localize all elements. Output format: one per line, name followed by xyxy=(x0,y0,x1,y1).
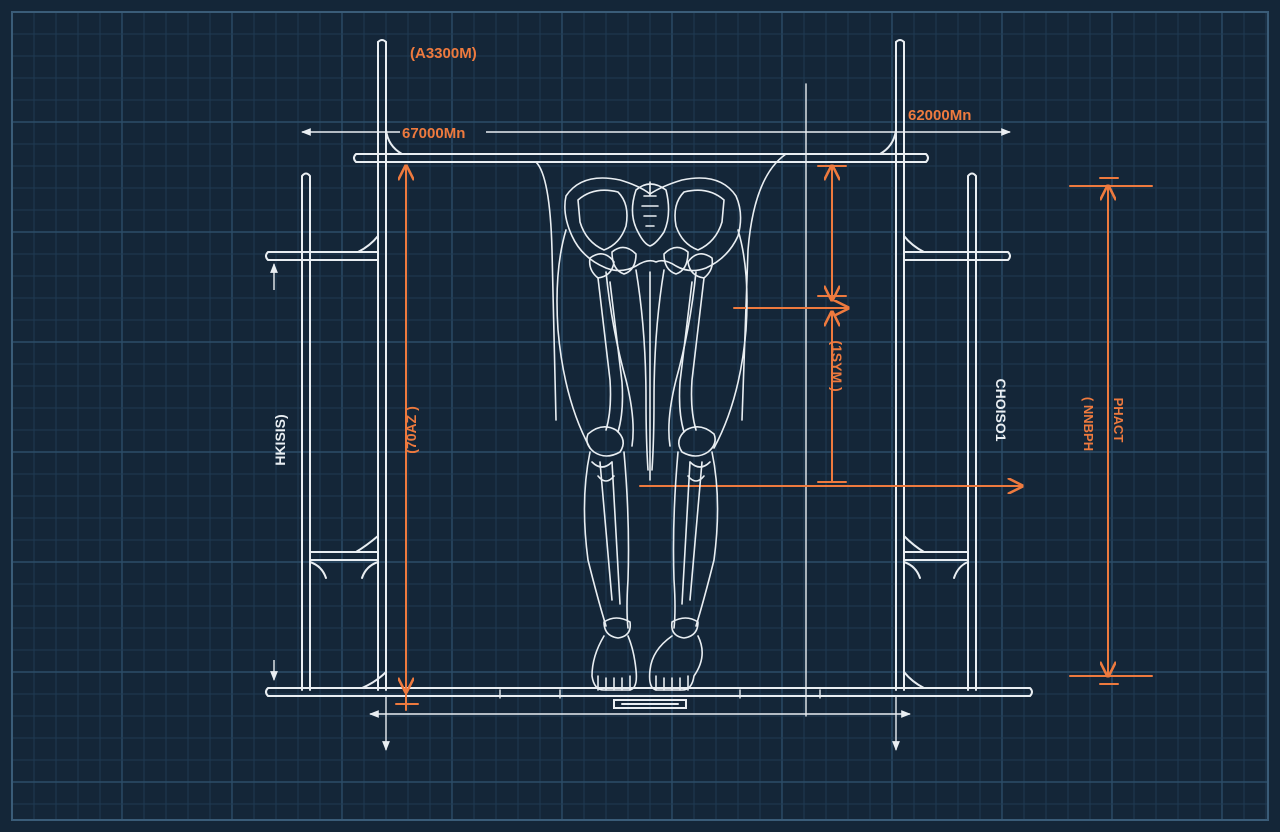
toes-right xyxy=(655,675,689,691)
scaffold-frame xyxy=(265,39,1033,717)
tibia-right xyxy=(681,461,703,605)
base-plate xyxy=(265,687,1033,697)
far-right-vertical-label-a: ( NNBPH xyxy=(1081,397,1096,451)
left-side-vertical-label: HKISIS) xyxy=(272,414,288,465)
white-dimensions xyxy=(270,128,1011,751)
toes-left xyxy=(597,675,631,691)
skeleton-figure xyxy=(556,177,748,691)
center-upper-ticks xyxy=(817,165,847,297)
shin-left-outline xyxy=(583,451,630,629)
center-vertical-label: (1SYM ) xyxy=(829,340,845,391)
hip-right xyxy=(687,253,714,279)
left-main-post xyxy=(377,41,387,691)
foot-right xyxy=(648,635,703,691)
tibia-left xyxy=(599,461,621,605)
foot-left xyxy=(591,635,638,691)
outer-border xyxy=(11,11,1269,821)
right-width-label: 62000Mn xyxy=(908,107,971,124)
left-width-label: 67000Mn xyxy=(402,125,465,142)
obturator-right xyxy=(663,246,689,275)
thigh-right-outline xyxy=(668,229,748,449)
base-center-plate xyxy=(613,699,687,709)
ankle-left xyxy=(603,617,632,639)
inner-thigh-muscle xyxy=(635,269,665,481)
femur-right xyxy=(678,277,705,433)
far-right-vertical-label-b: PHACT xyxy=(1111,398,1126,443)
bracket-top-left xyxy=(385,129,403,155)
patella-left xyxy=(591,461,615,482)
bracket-base-left xyxy=(361,671,387,689)
pelvis-inner-right xyxy=(674,189,725,251)
post-cap-right xyxy=(895,39,905,43)
left-lower-brace xyxy=(309,551,379,561)
shin-right-outline xyxy=(672,451,719,629)
inner-left-vertical-label: (70AZ ) xyxy=(403,406,419,453)
thigh-left-outline xyxy=(556,229,634,449)
post-cap-left xyxy=(377,39,387,43)
base-ticks xyxy=(499,689,821,699)
bracket-brace-right-a xyxy=(903,535,925,579)
right-lower-brace xyxy=(903,551,969,561)
sacrum xyxy=(631,183,670,247)
right-outer-post xyxy=(967,172,977,691)
background-grid xyxy=(11,11,1268,820)
bracket-base-right xyxy=(903,671,925,689)
left-outer-post xyxy=(301,172,311,691)
bracket-brace-right-b xyxy=(953,561,969,579)
bracket-brace-left-b xyxy=(355,535,379,579)
far-right-ticks xyxy=(1069,177,1153,685)
knee-left xyxy=(586,426,624,457)
patella-right xyxy=(687,461,711,482)
femur-left xyxy=(597,277,624,433)
right-main-post xyxy=(895,41,905,691)
body-capsule xyxy=(535,153,787,421)
right-side-vertical-label: CHOISO1 xyxy=(993,378,1009,441)
top-label: (A3300M) xyxy=(410,45,477,62)
bracket-top-right xyxy=(879,129,897,155)
knee-right xyxy=(678,426,716,457)
bracket-arm-left xyxy=(357,235,379,253)
hip-left xyxy=(588,253,615,279)
spine xyxy=(641,181,659,227)
inner-left-height-foot xyxy=(395,691,419,711)
pelvis-inner-left xyxy=(577,189,628,251)
bracket-brace-left-a xyxy=(309,561,327,579)
ankle-right xyxy=(670,617,699,639)
bracket-arm-right xyxy=(903,235,925,253)
orange-dimensions xyxy=(395,165,1153,711)
right-arm xyxy=(903,251,1011,261)
obturator-left xyxy=(611,246,637,275)
left-arm xyxy=(265,251,379,261)
top-crossbar xyxy=(353,153,929,163)
